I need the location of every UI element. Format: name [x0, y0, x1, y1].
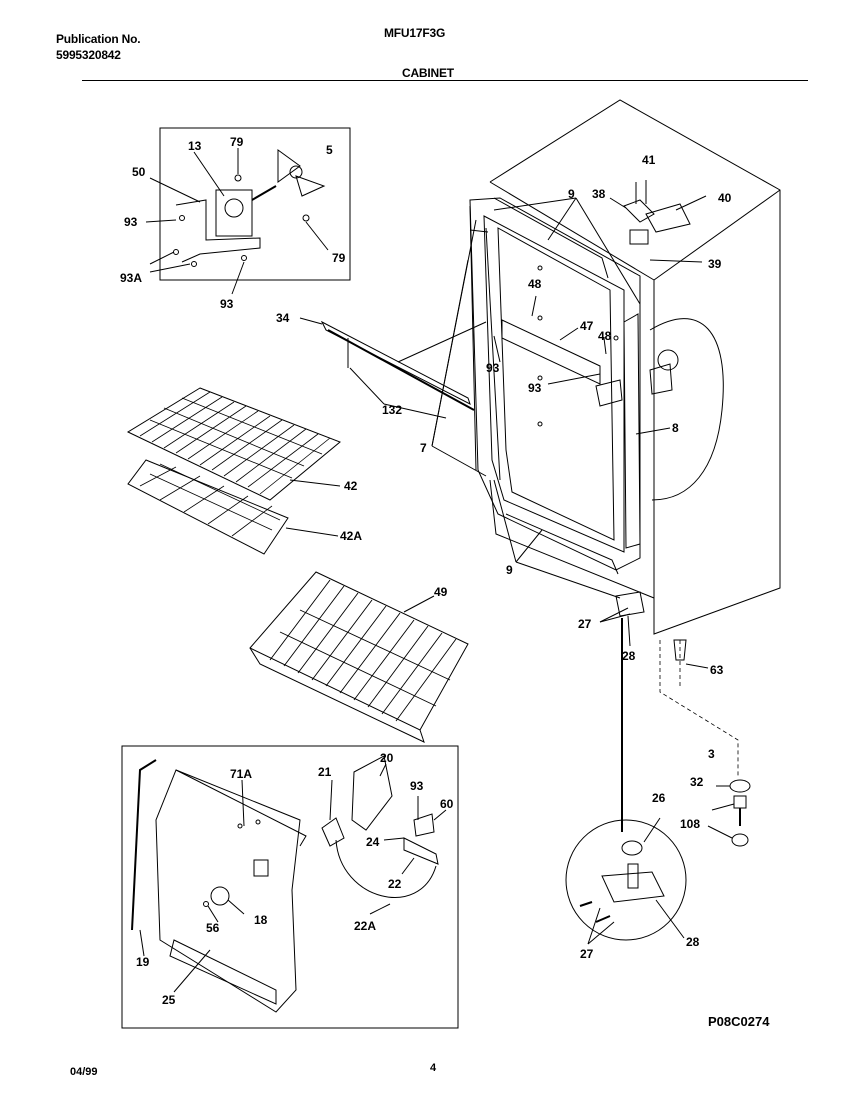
callout-93: 93 [220, 297, 234, 311]
callout-41: 41 [642, 153, 656, 167]
callout-26: 26 [652, 791, 666, 805]
callout-22: 22 [388, 877, 402, 891]
cabinet-body [397, 99, 781, 635]
callout-28: 28 [686, 935, 700, 949]
section-title: CABINET [402, 66, 454, 80]
callout-42: 42 [344, 479, 358, 493]
callout-32: 32 [690, 775, 704, 789]
fan-motor-inset [145, 127, 351, 295]
callout-56: 56 [206, 921, 220, 935]
callout-93: 93 [528, 381, 542, 395]
evaporator-inset [121, 745, 459, 1029]
callout-9: 9 [568, 187, 575, 201]
publication-number: 5995320842 [56, 48, 121, 62]
callout-60: 60 [440, 797, 454, 811]
callout-79: 79 [332, 251, 346, 265]
callout-47: 47 [580, 319, 594, 333]
wire-shelves [126, 387, 341, 555]
callout-18: 18 [254, 913, 268, 927]
freezer-basket [249, 571, 469, 743]
callout-93: 93 [486, 361, 500, 375]
publication-label: Publication No. [56, 32, 141, 46]
callout-40: 40 [718, 191, 732, 205]
callout-49: 49 [434, 585, 448, 599]
callout-24: 24 [366, 835, 380, 849]
callout-13: 13 [188, 139, 202, 153]
callout-8: 8 [672, 421, 679, 435]
shelf-rail [299, 317, 475, 419]
callout-20: 20 [380, 751, 394, 765]
callout-42A: 42A [340, 529, 362, 543]
footer-date: 04/99 [70, 1066, 98, 1078]
callout-34: 34 [276, 311, 290, 325]
callout-5: 5 [326, 143, 333, 157]
callout-7: 7 [420, 441, 427, 455]
callout-108: 108 [680, 817, 700, 831]
leader-lines [431, 195, 739, 832]
callout-93: 93 [124, 215, 138, 229]
leveler-parts [673, 639, 751, 847]
callout-27: 27 [578, 617, 592, 631]
callout-79: 79 [230, 135, 244, 149]
page-number: 4 [430, 1062, 437, 1074]
callout-48: 48 [528, 277, 542, 291]
callout-19: 19 [136, 955, 150, 969]
callout-28: 28 [622, 649, 636, 663]
callout-93A: 93A [120, 271, 142, 285]
callout-93: 93 [410, 779, 424, 793]
callout-9: 9 [506, 563, 513, 577]
callout-38: 38 [592, 187, 606, 201]
callout-3: 3 [708, 747, 715, 761]
callout-27: 27 [580, 947, 594, 961]
callout-39: 39 [708, 257, 722, 271]
callout-25: 25 [162, 993, 176, 1007]
callout-63: 63 [710, 663, 724, 677]
header-rule [82, 80, 808, 81]
callout-48: 48 [598, 329, 612, 343]
callout-50: 50 [132, 165, 146, 179]
callout-labels: 13 79 5 50 93 93A 93 79 34 132 42 42A 49… [120, 135, 732, 1007]
diagram-code: P08C0274 [708, 1014, 770, 1029]
hinge-detail [565, 817, 687, 945]
callout-21: 21 [318, 765, 332, 779]
callout-22A: 22A [354, 919, 376, 933]
model-number: MFU17F3G [384, 26, 446, 40]
callout-132: 132 [382, 403, 402, 417]
callout-71A: 71A [230, 767, 252, 781]
